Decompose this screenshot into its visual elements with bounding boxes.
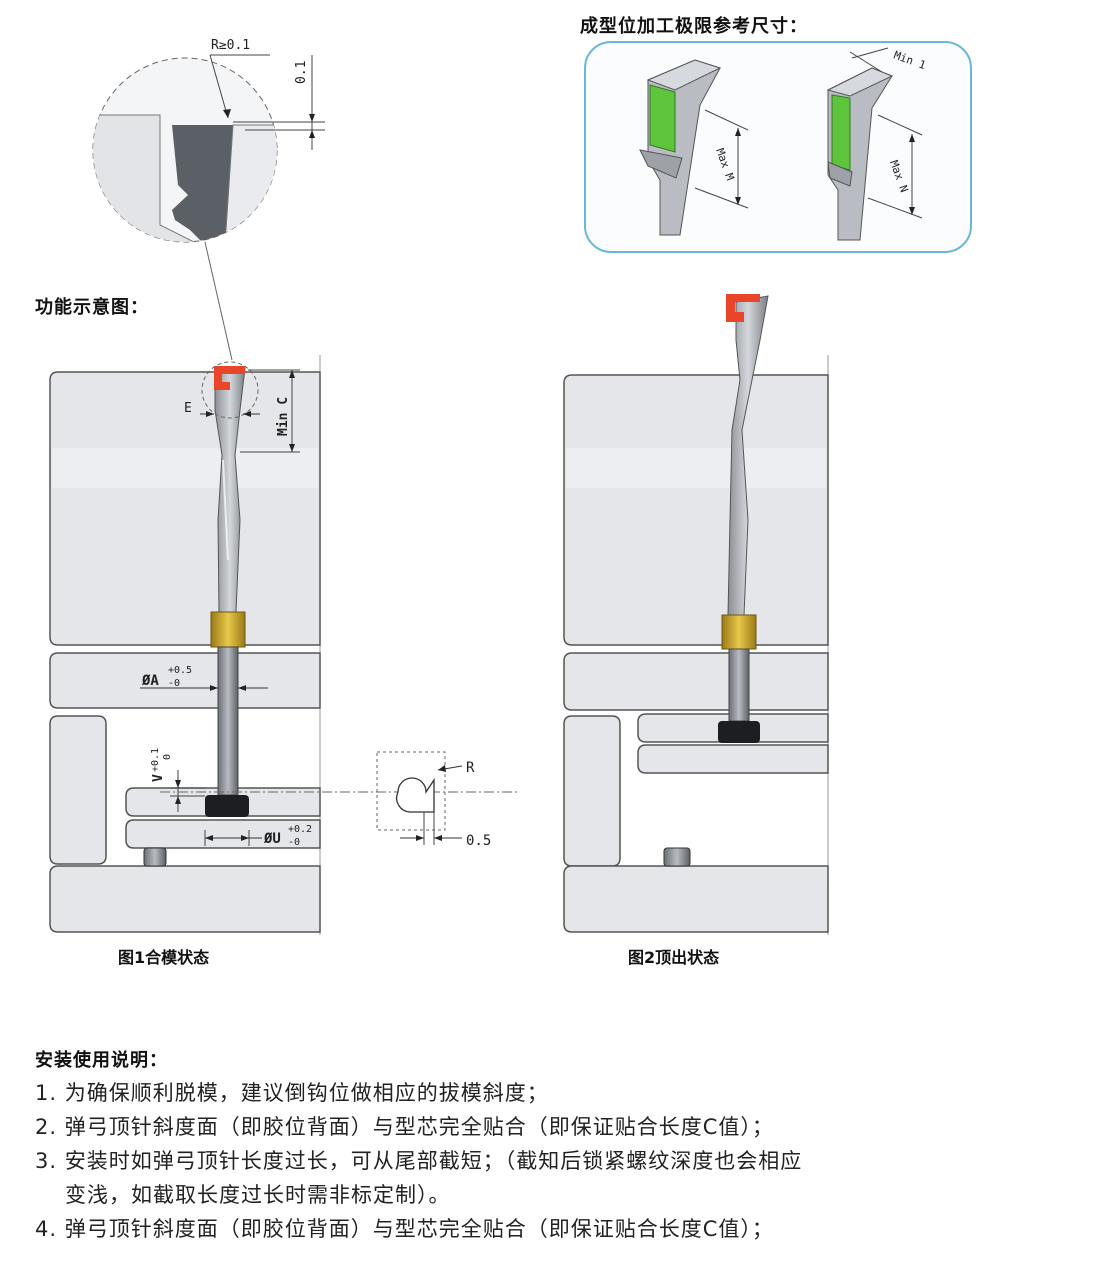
dia-a-tol-lower: -0 <box>168 678 180 689</box>
offset-label: 0.5 <box>466 833 491 849</box>
depth-label: 0.1 <box>294 61 309 84</box>
limits-title: 成型位加工极限参考尺寸： <box>580 16 808 37</box>
fig1-mold <box>49 355 520 935</box>
v-label: V <box>151 774 166 782</box>
instructions-title: 安装使用说明： <box>35 1050 168 1071</box>
function-title: 功能示意图： <box>35 297 149 318</box>
magnified-detail <box>92 54 325 361</box>
dia-u-tol-upper: +0.2 <box>288 824 312 835</box>
fig2-mold <box>563 294 829 935</box>
e-label: E <box>184 401 192 416</box>
instruction-item: 4. 弹弓顶针斜度面（即胶位背面）与型芯完全贴合（即保证贴合长度C值）； <box>35 1217 774 1241</box>
instruction-item: 2. 弹弓顶针斜度面（即胶位背面）与型芯完全贴合（即保证贴合长度C值）； <box>35 1115 774 1139</box>
technical-drawing: R≥0.1 0.1 Max M Min 1 Max N <box>49 38 972 935</box>
instructions: 安装使用说明： 1. 为确保顺利脱模，建议倒钩位做相应的拔模斜度； 2. 弹弓顶… <box>35 1046 1075 1246</box>
dia-a-label: ØA <box>141 673 159 689</box>
instruction-item-continued: 变浅，如截取长度过长时需非标定制）。 <box>65 1183 451 1207</box>
radius-label: R≥0.1 <box>211 38 250 53</box>
limits-left-pin <box>639 59 722 236</box>
min-c-label: Min C <box>276 397 291 436</box>
fig2-caption: 图2顶出状态 <box>628 948 720 967</box>
v-tol-upper: +0.1 <box>150 748 161 772</box>
dia-u-tol-lower: -0 <box>288 837 300 848</box>
limits-right-pin <box>826 67 894 241</box>
dia-a-tol-upper: +0.5 <box>168 665 192 676</box>
dia-u-label: ØU <box>263 831 281 847</box>
limits-callout <box>584 41 972 253</box>
instruction-item: 1. 为确保顺利脱模，建议倒钩位做相应的拔模斜度； <box>35 1081 549 1105</box>
r-detail <box>376 751 463 845</box>
v-tol-lower: 0 <box>162 754 173 760</box>
fig1-caption: 图1合模状态 <box>118 948 210 967</box>
r-label: R <box>466 760 475 776</box>
instruction-item: 3. 安装时如弹弓顶针长度过长，可从尾部截短；（截知后锁紧螺纹深度也会相应 <box>35 1149 803 1173</box>
